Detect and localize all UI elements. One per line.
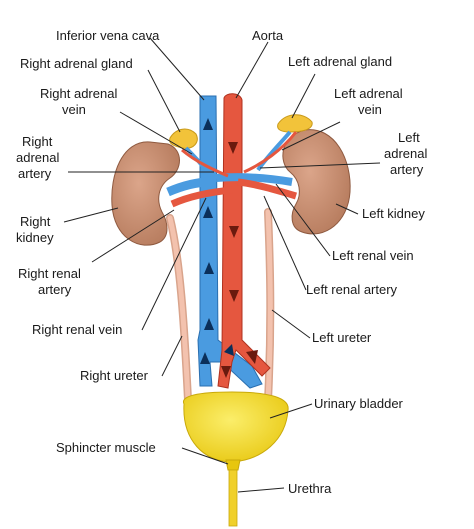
right-kidney (111, 141, 180, 246)
label-left-adrenal-artery-line3: artery (390, 162, 424, 177)
label-right-renal-artery-line1: Right renal (18, 266, 81, 281)
right-adrenal-gland (169, 128, 198, 149)
left-adrenal-vein (256, 130, 292, 172)
label-right-kidney-line2: kidney (16, 230, 54, 245)
left-renal-vein (215, 173, 293, 186)
label-left-adrenal-artery-line2: adrenal (384, 146, 427, 161)
right-adrenal-artery (181, 148, 229, 178)
leader-lines (63, 37, 381, 493)
label-right-adrenal-gland: Right adrenal gland (20, 56, 133, 71)
left-adrenal-gland (277, 114, 313, 133)
label-sphincter-muscle: Sphincter muscle (56, 440, 156, 455)
aorta (217, 93, 271, 389)
right-renal-vein (166, 177, 211, 197)
label-left-renal-vein: Left renal vein (332, 248, 414, 263)
label-left-adrenal-vein-line2: vein (358, 102, 382, 117)
left-ureter-inner (265, 209, 273, 403)
left-renal-artery (237, 178, 298, 200)
sphincter-muscle (225, 459, 241, 471)
label-right-adrenal-artery-line2: adrenal (16, 150, 59, 165)
right-renal-artery (170, 186, 233, 208)
label-left-renal-artery: Left renal artery (306, 282, 398, 297)
label-right-renal-artery-line2: artery (38, 282, 72, 297)
label-inferior-vena-cava: Inferior vena cava (56, 28, 160, 43)
label-right-adrenal-artery-line1: Right (22, 134, 53, 149)
label-left-ureter: Left ureter (312, 330, 372, 345)
label-left-adrenal-vein-line1: Left adrenal (334, 86, 403, 101)
label-left-adrenal-artery-line1: Left (398, 130, 420, 145)
artery-flow-arrows (221, 142, 258, 378)
label-left-kidney: Left kidney (362, 206, 425, 221)
vein-flow-arrows (200, 118, 234, 364)
label-right-renal-vein: Right renal vein (32, 322, 122, 337)
label-left-adrenal-gland: Left adrenal gland (288, 54, 392, 69)
label-right-ureter: Right ureter (80, 368, 149, 383)
right-ureter-inner (167, 215, 191, 403)
label-right-kidney-line1: Right (20, 214, 51, 229)
urethra (228, 469, 238, 527)
label-urinary-bladder: Urinary bladder (314, 396, 404, 411)
label-right-adrenal-vein-line1: Right adrenal (40, 86, 117, 101)
left-adrenal-artery (243, 131, 298, 174)
labels: Inferior vena cava Aorta Right adrenal g… (16, 28, 427, 496)
label-urethra: Urethra (288, 481, 332, 496)
urinary-bladder (183, 391, 289, 463)
label-right-adrenal-vein-line2: vein (62, 102, 86, 117)
label-aorta: Aorta (252, 28, 284, 43)
left-kidney (282, 129, 351, 235)
label-right-adrenal-artery-line3: artery (18, 166, 52, 181)
